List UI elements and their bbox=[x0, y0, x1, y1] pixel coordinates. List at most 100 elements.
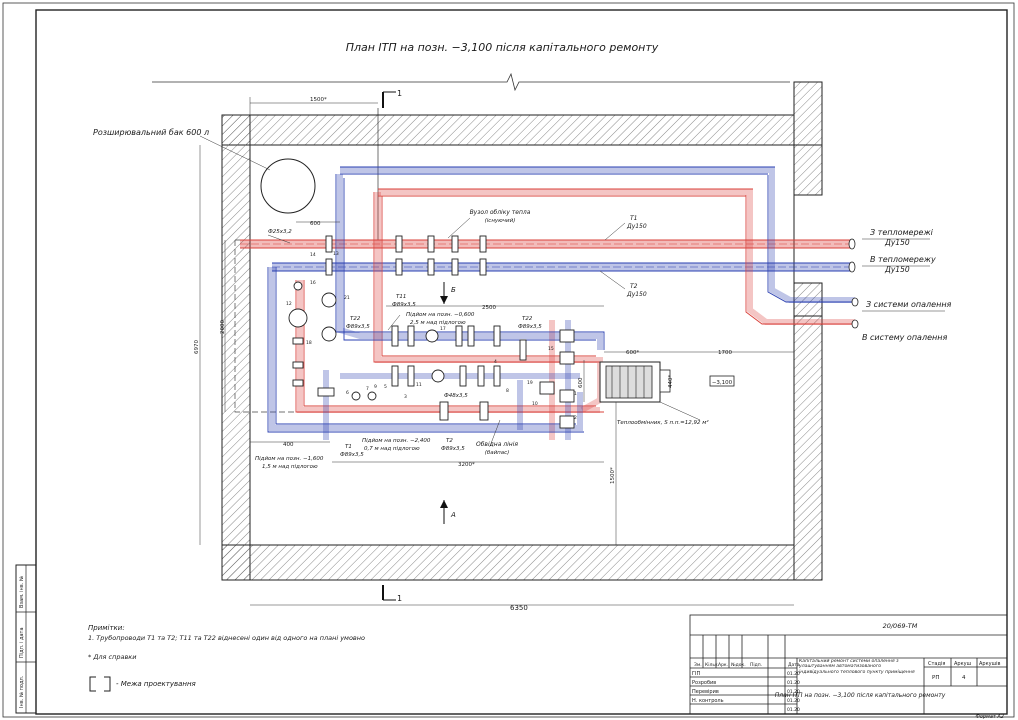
svg-text:1700: 1700 bbox=[718, 350, 732, 356]
svg-text:Зм.: Зм. bbox=[694, 662, 702, 668]
svg-text:4: 4 bbox=[962, 675, 966, 681]
svg-text:17: 17 bbox=[440, 326, 446, 332]
svg-text:14: 14 bbox=[310, 252, 316, 258]
svg-text:З тепломережі: З тепломережі bbox=[870, 228, 934, 237]
svg-text:3200*: 3200* bbox=[458, 462, 475, 468]
svg-text:01.20: 01.20 bbox=[787, 707, 800, 713]
svg-text:Ф48х3,5: Ф48х3,5 bbox=[444, 393, 468, 399]
svg-text:- Межа проектування: - Межа проектування bbox=[116, 680, 196, 688]
bypass-line-label: Обвідна лінія bbox=[476, 441, 518, 448]
svg-text:19: 19 bbox=[527, 380, 533, 386]
svg-text:16: 16 bbox=[310, 280, 316, 286]
sheet-inner-frame bbox=[35, 9, 1008, 715]
svg-text:Т22: Т22 bbox=[522, 316, 533, 322]
svg-text:20/069-ТМ: 20/069-ТМ bbox=[883, 622, 918, 630]
svg-text:600*: 600* bbox=[626, 350, 639, 356]
svg-text:1: 1 bbox=[397, 89, 402, 98]
heat-exchanger bbox=[599, 361, 671, 403]
view-arrow-a: А bbox=[440, 500, 456, 524]
legend-boundary-symbol bbox=[89, 676, 111, 692]
svg-text:В систему опалення: В систему опалення bbox=[862, 333, 947, 342]
svg-text:Т2: Т2 bbox=[630, 283, 638, 290]
svg-text:01.20: 01.20 bbox=[787, 689, 800, 695]
svg-text:План ІТП на позн. −3,100 після: План ІТП на позн. −3,100 після капітальн… bbox=[775, 692, 946, 699]
side-strip-label-2: Підп. і дата bbox=[19, 627, 25, 658]
svg-text:Ду150: Ду150 bbox=[884, 238, 910, 247]
valves-and-fittings bbox=[288, 235, 575, 429]
svg-text:6: 6 bbox=[346, 390, 349, 396]
svg-text:7: 7 bbox=[366, 386, 369, 392]
bypass-paren-label: (байпас) bbox=[485, 450, 510, 456]
svg-text:15: 15 bbox=[548, 346, 554, 352]
break-line bbox=[152, 72, 790, 92]
svg-text:10: 10 bbox=[532, 401, 538, 407]
svg-text:Ф89х3,5: Ф89х3,5 bbox=[441, 446, 465, 452]
expansion-tank bbox=[260, 158, 316, 214]
section-mark-bottom: 1 bbox=[382, 585, 402, 603]
svg-text:12: 12 bbox=[286, 301, 292, 307]
heat-meter-label: Вузол обліку тепла bbox=[470, 209, 531, 216]
svg-text:№док.: №док. bbox=[731, 662, 746, 668]
svg-text:440*: 440* bbox=[668, 375, 674, 388]
building-walls bbox=[221, 81, 823, 581]
svg-text:5: 5 bbox=[384, 384, 387, 390]
pipe-labels: Т1 Ду150 Т2 Ду150 Т11 Ф89х3,5 Т22 Ф89х3,… bbox=[268, 215, 647, 458]
svg-text:Т22: Т22 bbox=[350, 316, 361, 322]
svg-text:Аркушів: Аркушів bbox=[979, 661, 1001, 667]
svg-text:Т2: Т2 bbox=[446, 438, 453, 444]
svg-text:Н. контроль: Н. контроль bbox=[692, 698, 724, 704]
floor-level-mark: −3,100 bbox=[709, 375, 735, 387]
svg-text:* Для справки: * Для справки bbox=[88, 653, 136, 661]
svg-text:6350: 6350 bbox=[510, 604, 528, 612]
svg-text:21: 21 bbox=[344, 295, 350, 301]
svg-text:В тепломережу: В тепломережу bbox=[870, 255, 936, 264]
side-strip-label-1: Взам. інв. № bbox=[19, 575, 25, 608]
svg-text:Підйом на позн. −1,600: Підйом на позн. −1,600 bbox=[255, 456, 324, 462]
svg-text:1500*: 1500* bbox=[310, 97, 327, 103]
svg-text:3: 3 bbox=[404, 394, 407, 400]
svg-text:1: 1 bbox=[397, 594, 402, 603]
svg-text:01.20: 01.20 bbox=[787, 680, 800, 686]
svg-text:Ф89х3,5: Ф89х3,5 bbox=[346, 324, 370, 330]
expansion-tank-label: Розширювальний бак 600 л bbox=[93, 128, 209, 137]
valve-group-t2 bbox=[325, 258, 487, 276]
svg-text:6970: 6970 bbox=[194, 340, 200, 354]
svg-text:Ду150: Ду150 bbox=[626, 223, 647, 230]
svg-text:18: 18 bbox=[306, 340, 312, 346]
side-strip-label-3: Інв. № подл. bbox=[19, 675, 25, 708]
svg-text:9: 9 bbox=[374, 384, 377, 390]
svg-text:600: 600 bbox=[310, 221, 321, 227]
stamp-project-desc-box: Капітальний ремонт системи опалення з ул… bbox=[799, 659, 915, 675]
view-arrow-b: Б bbox=[440, 282, 456, 304]
svg-text:Ф89х3,5: Ф89х3,5 bbox=[340, 452, 364, 458]
stamp-project-desc: Капітальний ремонт системи опалення з ул… bbox=[799, 659, 915, 675]
leader-lines bbox=[199, 135, 701, 447]
svg-text:400: 400 bbox=[283, 442, 294, 448]
svg-text:Підп.: Підп. bbox=[750, 662, 762, 668]
svg-text:13: 13 bbox=[333, 251, 339, 257]
svg-text:Аркуш: Аркуш bbox=[954, 661, 972, 667]
svg-text:1. Трубопроводи Т1 та Т2; Т11: 1. Трубопроводи Т1 та Т2; Т11 та Т22 від… bbox=[88, 634, 365, 642]
svg-text:Дата: Дата bbox=[788, 662, 800, 668]
svg-text:01.20: 01.20 bbox=[787, 698, 800, 704]
heat-meter-existing: (існуючий) bbox=[485, 218, 516, 224]
svg-text:Ду150: Ду150 bbox=[884, 265, 910, 274]
svg-text:Підйом на позн. −2,400: Підйом на позн. −2,400 bbox=[362, 438, 431, 444]
vertical-equipment-column bbox=[288, 281, 337, 387]
svg-text:2: 2 bbox=[574, 415, 577, 421]
heat-exchanger-label: Теплообмінник, S п.п.=12,92 м² bbox=[617, 419, 709, 426]
svg-text:Перевірив: Перевірив bbox=[692, 689, 719, 695]
level-notes: Підйом на позн. −0,600 2,5 м над підлого… bbox=[255, 312, 475, 470]
svg-text:А: А bbox=[450, 511, 456, 519]
svg-text:2500: 2500 bbox=[482, 305, 496, 311]
notes-block: Примітки: 1. Трубопроводи Т1 та Т2; Т11 … bbox=[88, 624, 365, 692]
svg-text:Кільк.: Кільк. bbox=[705, 662, 719, 668]
svg-text:1,5 м над підлогою: 1,5 м над підлогою bbox=[262, 464, 318, 470]
svg-text:Т11: Т11 bbox=[396, 294, 406, 300]
svg-text:Ду150: Ду150 bbox=[626, 291, 647, 298]
svg-text:11: 11 bbox=[416, 382, 422, 388]
svg-text:2,5 м над підлогою: 2,5 м над підлогою bbox=[410, 320, 466, 326]
svg-text:Стадія: Стадія bbox=[928, 661, 945, 667]
